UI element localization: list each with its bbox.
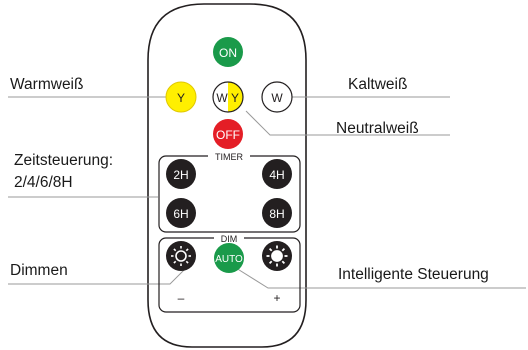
neutral-white-label-y: Y (231, 91, 239, 105)
auto-button[interactable] (214, 243, 244, 273)
leader-auto (235, 267, 526, 289)
neutral-white-button[interactable] (212, 81, 244, 113)
timer-2h-button[interactable] (166, 159, 196, 189)
dim-plus-label: + (273, 291, 280, 305)
off-button-label: OFF (216, 128, 240, 142)
dim-callout: Dimmen (10, 262, 68, 279)
warm-white-button[interactable] (165, 81, 197, 113)
timer-4h-button[interactable] (262, 159, 292, 189)
leader-neutral (245, 110, 450, 136)
sun-filled-icon (266, 245, 288, 267)
timer-group-title: TIMER (215, 152, 243, 162)
auto-callout: Intelligente Steuerung (338, 266, 489, 283)
cold-white-button-label: W (271, 91, 283, 105)
dim-down-button[interactable] (166, 241, 196, 271)
timer-4h-label: 4H (269, 168, 284, 182)
off-button[interactable] (213, 119, 243, 149)
cold-white-button[interactable] (261, 81, 293, 113)
sun-outline-icon (171, 246, 191, 266)
timer-6h-button[interactable] (166, 198, 196, 228)
neutral-white-label-w: W (216, 91, 228, 105)
leader-dim (8, 267, 187, 285)
neutral-white-callout: Neutralweiß (336, 120, 419, 137)
timer-6h-label: 6H (173, 207, 188, 221)
timer-callout-line1: Zeitsteuerung: (14, 152, 114, 169)
dim-group-title: DIM (221, 234, 238, 244)
timer-8h-label: 8H (269, 207, 284, 221)
leader-lines (8, 96, 526, 289)
timer-2h-label: 2H (173, 168, 188, 182)
on-button[interactable] (213, 37, 243, 67)
warm-white-callout: Warmweiß (10, 76, 84, 93)
cold-white-callout: Kaltweiß (348, 76, 408, 93)
on-button-label: ON (219, 46, 237, 60)
warm-white-button-label: Y (177, 91, 185, 105)
timer-callout-line2: 2/4/6/8H (14, 174, 73, 191)
auto-button-label: AUTO (215, 254, 243, 265)
dim-minus-label: – (178, 291, 185, 305)
timer-8h-button[interactable] (262, 198, 292, 228)
